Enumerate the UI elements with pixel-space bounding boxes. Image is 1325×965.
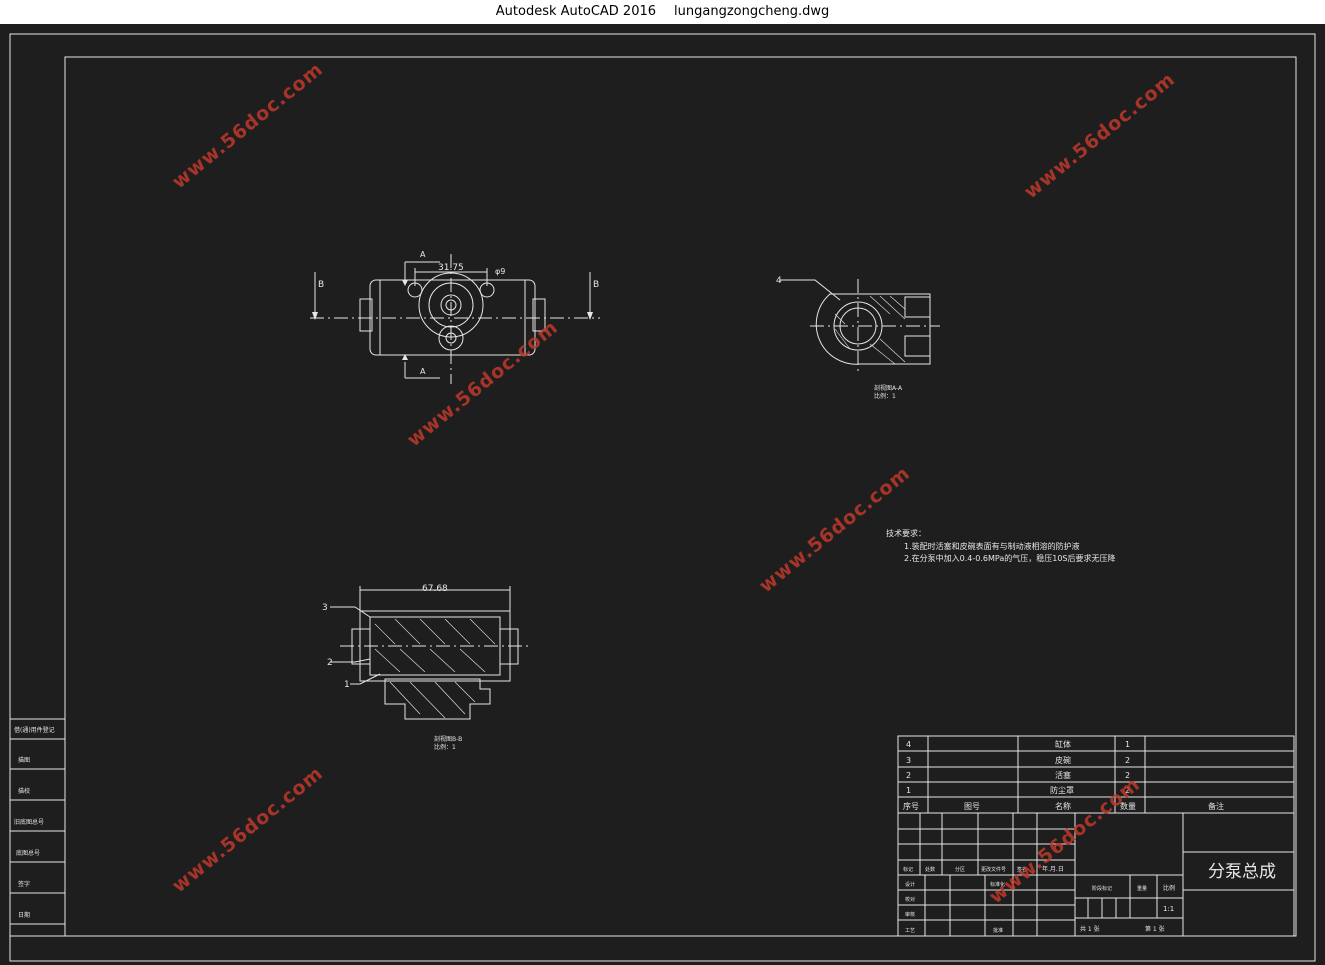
tb-sheets: 共 1 张	[1080, 925, 1100, 933]
tb-zone: 分区	[955, 866, 965, 873]
tb-approve: 批准	[993, 927, 1003, 934]
tb-count: 处数	[925, 866, 935, 873]
tb-check: 校对	[905, 896, 915, 903]
bom-row-2-qty: 2	[1125, 756, 1130, 765]
bom-row-1-seq: 4	[906, 740, 911, 749]
bom-row-3-name: 活塞	[1055, 770, 1071, 780]
tb-stage: 阶段标记	[1092, 885, 1112, 892]
section-bb-scale: 比例：1	[434, 743, 456, 751]
side-label-7: 日期	[18, 911, 30, 919]
bom-row-4-seq: 1	[906, 786, 911, 795]
bom-header-qty: 数量	[1120, 801, 1136, 811]
inner-frame	[64, 56, 1297, 937]
tb-review: 审核	[905, 911, 915, 918]
side-label-6: 签字	[18, 880, 30, 888]
top-view	[310, 254, 600, 384]
app-name: Autodesk AutoCAD 2016	[495, 4, 657, 19]
title-block-lines	[897, 812, 1295, 937]
label-a-top: A	[420, 250, 426, 259]
bom-header-drawing-no: 图号	[964, 802, 980, 811]
section-bb-hatch	[374, 618, 496, 719]
dim-31-75: 31.75	[438, 263, 464, 273]
callout-4: 4	[776, 276, 782, 286]
callout-1: 1	[344, 680, 350, 690]
tb-sign: 签名	[1017, 866, 1027, 873]
bom-header-remark: 备注	[1208, 801, 1224, 811]
drawing-canvas[interactable]: 31.75 A A B B φ9 4 剖视图A-A 比例：1 67.68 3 2…	[0, 24, 1325, 965]
outer-frame	[9, 33, 1316, 962]
label-a-bottom: A	[420, 367, 426, 376]
tb-date: 年.月.日	[1042, 865, 1064, 873]
bom-row-3-seq: 2	[906, 771, 911, 780]
bom-row-1-qty: 1	[1125, 740, 1130, 749]
callout-3: 3	[322, 603, 328, 613]
cad-drawing[interactable]: 31.75 A A B B φ9 4 剖视图A-A 比例：1 67.68 3 2…	[0, 24, 1325, 965]
side-table	[9, 718, 66, 937]
dim-67-68: 67.68	[422, 584, 448, 594]
tb-design: 设计	[905, 881, 915, 888]
bom-row-1-name: 缸体	[1055, 739, 1071, 749]
tb-weight: 重量	[1137, 885, 1147, 892]
section-bb-view	[330, 586, 530, 720]
bom-header-name: 名称	[1055, 801, 1071, 811]
section-aa-caption: 剖视图A-A	[874, 384, 903, 392]
tech-notes-line2: 2.在分泵中加入0.4-0.6MPa的气压，稳压10S后要求无压降	[904, 553, 1116, 563]
tb-scale-label: 比例	[1163, 884, 1175, 892]
section-aa-scale: 比例：1	[874, 392, 896, 400]
side-label-3: 描校	[18, 787, 30, 795]
bom-row-3-qty: 2	[1125, 771, 1130, 780]
tb-process: 工艺	[905, 928, 915, 934]
side-label-5: 底图总号	[16, 849, 40, 857]
tb-change-doc: 更改文件号	[981, 866, 1006, 873]
tb-standard: 标准化	[990, 881, 1005, 888]
side-label-4: 旧底图总号	[14, 818, 44, 826]
window-title-bar: Autodesk AutoCAD 2016 lungangzongcheng.dw…	[0, 0, 1325, 24]
bom-table-lines	[897, 735, 1295, 814]
bom-row-4-name: 防尘罩	[1050, 785, 1074, 795]
section-aa-view	[780, 279, 940, 374]
side-label-2: 描图	[18, 756, 30, 764]
callout-2: 2	[327, 658, 333, 668]
tb-scale-value: 1:1	[1163, 905, 1174, 913]
tb-sheet-no: 第 1 张	[1145, 925, 1165, 933]
section-aa-hatch	[834, 295, 906, 365]
bom-row-2-name: 皮碗	[1055, 755, 1071, 765]
section-arrows	[312, 280, 593, 360]
drawing-title: 分泵总成	[1208, 862, 1276, 882]
tb-mark: 标记	[903, 866, 913, 873]
bom-header-seq: 序号	[903, 801, 919, 811]
file-name: lungangzongcheng.dwg	[674, 4, 830, 19]
label-b-left: B	[318, 280, 324, 290]
bom-row-2-seq: 3	[906, 756, 911, 765]
bom-row-4-qty: 2	[1125, 786, 1130, 795]
tech-notes-line1: 1.装配时活塞和皮碗表面有与制动液相溶的防护液	[904, 541, 1080, 551]
side-label-1: 借(通)用件登记	[14, 726, 55, 734]
dim-diameter: φ9	[495, 267, 505, 276]
tech-notes-heading: 技术要求：	[886, 528, 926, 538]
label-b-right: B	[593, 280, 599, 290]
section-bb-caption: 剖视图B-B	[434, 735, 462, 743]
